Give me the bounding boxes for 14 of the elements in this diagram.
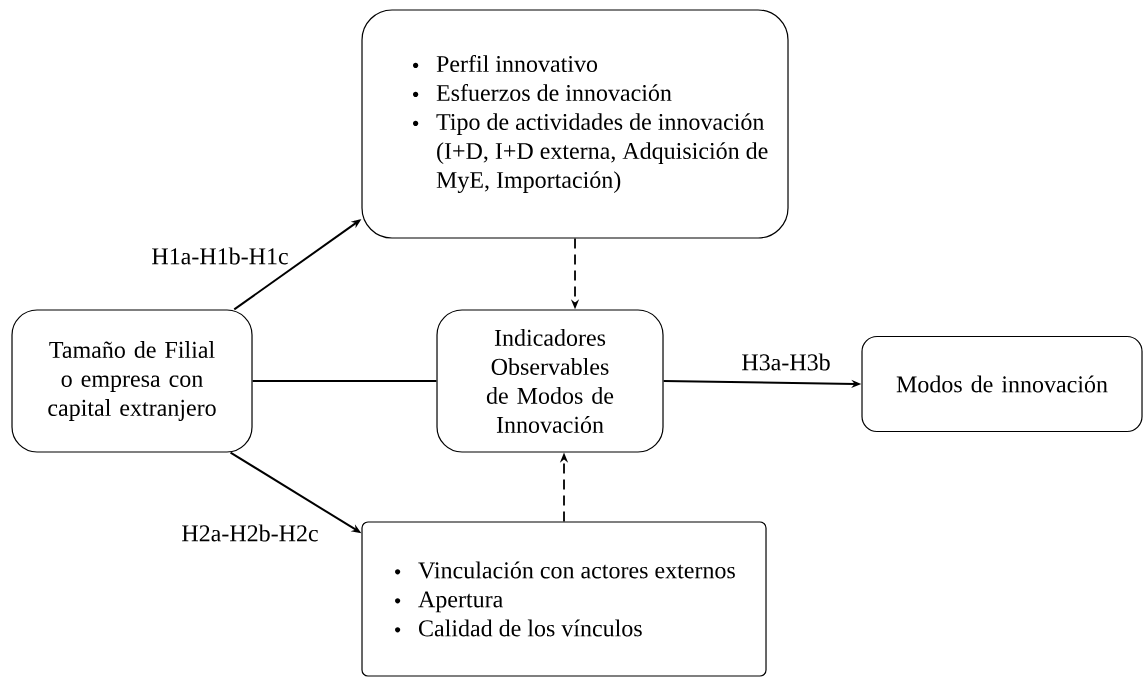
edge-label: H3a-H3b xyxy=(739,351,833,373)
edge-label: H1a-H1b-H1c xyxy=(149,245,291,267)
list-item: Vinculación con actores externos xyxy=(418,561,735,579)
list-item: Calidad de los vínculos xyxy=(419,619,642,637)
process-box: Modos de innovación xyxy=(861,335,1143,433)
list-item: Perfil innovativo xyxy=(436,54,598,73)
edge-label: H2a-H2b-H2c xyxy=(179,522,321,544)
process-box: Tamaño de Filial o empresa con capital extranjero xyxy=(11,309,253,453)
bullet-box xyxy=(361,521,767,677)
process-box: Indicadores Observables de Modos de Innovación xyxy=(436,309,664,453)
bullet-box xyxy=(361,9,789,239)
list-item: Tipo de actividades de innovación (I+D, I+D externa, Adquisición de MyE, Importación) xyxy=(436,113,768,194)
list-item: Apertura xyxy=(418,591,503,613)
list-item: Esfuerzos de innovación xyxy=(436,83,672,102)
